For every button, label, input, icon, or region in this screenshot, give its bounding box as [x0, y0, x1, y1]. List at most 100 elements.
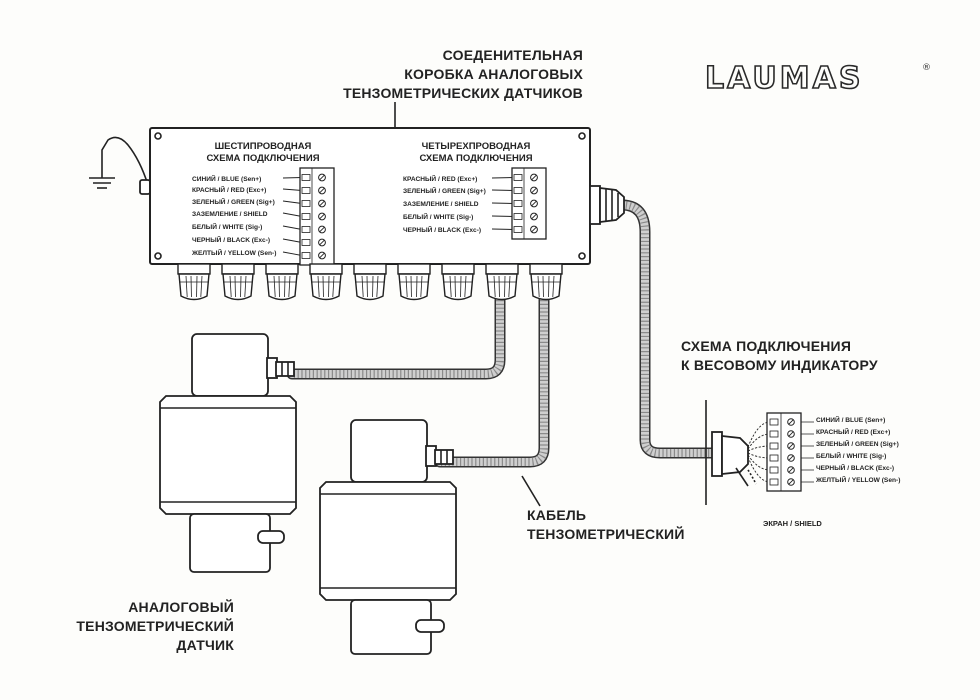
six-terminal-clamp — [301, 213, 311, 220]
cable-glands — [177, 263, 563, 301]
junction-box: ШЕСТИПРОВОДНАЯ СХЕМА ПОДКЛЮЧЕНИЯ ЧЕТЫРЕХ… — [149, 127, 591, 266]
gland-nut — [485, 263, 519, 275]
cable-leader-line — [521, 475, 541, 507]
cables — [286, 199, 718, 468]
cable-gland — [177, 263, 211, 301]
six-wire-header-line-2: СХЕМА ПОДКЛЮЧЕНИЯ — [206, 153, 319, 164]
brand-registered-mark: ® — [922, 63, 931, 73]
sensor-label-line-1: АНАЛОГОВЫЙ — [128, 598, 234, 615]
cable-label-line-1: КАБЕЛЬ — [527, 507, 586, 523]
corner-screw — [154, 252, 162, 260]
cable-gland — [353, 263, 387, 301]
sensor-2-top-cap — [350, 419, 428, 483]
indicator-gland — [711, 431, 723, 477]
indicator-wire — [747, 433, 771, 450]
six-wire-label: ЧЕРНЫЙ / BLACK (Exc-) — [192, 235, 270, 244]
gland-dome — [442, 273, 474, 301]
cable-to-indicator — [616, 199, 718, 459]
sensor-1-connector — [275, 361, 295, 377]
four-wire-label: БЕЛЫЙ / WHITE (Sig-) — [403, 212, 473, 221]
shield-label: ЭКРАН / SHIELD — [763, 519, 822, 528]
six-wire-leader — [282, 200, 303, 204]
four-terminal-clamp — [513, 213, 523, 220]
junction-box-title: СОЕДЕНИТЕЛЬНАЯ КОРОБКА АНАЛОГОВЫХ ТЕНЗОМ… — [343, 47, 583, 128]
six-terminal-clamp — [301, 252, 311, 259]
indicator-wire-list: СИНИЙ / BLUE (Sen+) КРАСНЫЙ / RED (Exc+)… — [815, 415, 900, 484]
six-wire-label: ЖЕЛТЫЙ / YELLOW (Sen-) — [191, 248, 276, 257]
four-wire-label: ЧЕРНЫЙ / BLACK (Exc-) — [403, 225, 481, 234]
six-terminal-clamp — [301, 226, 311, 233]
gland-dome — [486, 273, 518, 301]
brand-logo: LAUMAS ® — [704, 60, 931, 97]
corner-screw — [578, 252, 586, 260]
gland-dome — [178, 273, 210, 301]
cable-to-sensor-1 — [286, 294, 506, 380]
indicator-wire-label: СИНИЙ / BLUE (Sen+) — [816, 415, 885, 424]
indicator-clamp — [769, 478, 779, 486]
six-wire-leader — [282, 251, 303, 256]
cable-label-line-2: ТЕНЗОМЕТРИЧЕСКИЙ — [527, 525, 685, 542]
indicator-wire-label: ЖЕЛТЫЙ / YELLOW (Sen-) — [815, 475, 900, 484]
six-wire-label: КРАСНЫЙ / RED (Exc+) — [192, 185, 266, 194]
cable-gland — [441, 263, 475, 301]
sensor-1-top-cap — [191, 333, 269, 397]
cable-label: КАБЕЛЬ ТЕНЗОМЕТРИЧЕСКИЙ — [521, 475, 685, 542]
four-wire-terminal-block — [511, 167, 547, 240]
four-wire-leader — [491, 202, 515, 204]
sensor-label-line-2: ТЕНЗОМЕТРИЧЕСКИЙ — [76, 617, 234, 634]
four-wire-label: ЗЕЛЕНЫЙ / GREEN (Sig+) — [403, 186, 486, 195]
corner-screw — [578, 132, 586, 140]
sensor-1-pin — [257, 530, 285, 544]
sensor-2-body — [319, 481, 457, 601]
gland-dome — [530, 273, 562, 301]
indicator-clamp — [769, 418, 779, 426]
four-terminal-clamp — [513, 226, 523, 233]
six-wire-leader — [282, 225, 303, 230]
indicator-wire-label: БЕЛЫЙ / WHITE (Sig-) — [816, 451, 886, 460]
indicator-clamp — [769, 466, 779, 474]
four-terminal-clamp — [513, 200, 523, 207]
gland-nut — [441, 263, 475, 275]
gland-dome — [354, 273, 386, 301]
six-wire-label: ЗЕЛЕНЫЙ / GREEN (Sig+) — [192, 197, 275, 206]
four-wire-leader — [491, 215, 515, 217]
cable-gland — [529, 263, 563, 301]
four-wire-label: КРАСНЫЙ / RED (Exc+) — [403, 174, 477, 183]
six-wire-terminal-block — [299, 167, 335, 266]
four-wire-list: КРАСНЫЙ / RED (Exc+) ЗЕЛЕНЫЙ / GREEN (Si… — [403, 174, 486, 234]
six-wire-header-line-1: ШЕСТИПРОВОДНАЯ — [215, 141, 312, 152]
indicator-clamp — [769, 454, 779, 462]
side-cable-gland — [589, 185, 625, 225]
indicator-wire — [747, 421, 771, 448]
indicator-wire-label: ЗЕЛЕНЫЙ / GREEN (Sig+) — [816, 439, 899, 448]
indicator-clamp — [769, 442, 779, 450]
sensor-label-line-3: ДАТЧИК — [176, 637, 234, 653]
four-wire-leader — [491, 177, 515, 179]
six-wire-leader — [282, 212, 303, 217]
ground-lug — [139, 179, 151, 195]
six-wire-leader — [282, 177, 303, 179]
brand-name: LAUMAS — [705, 61, 863, 96]
corner-screw — [154, 132, 162, 140]
sensor-1-base — [189, 513, 271, 573]
six-terminal-clamp — [301, 187, 311, 194]
junction-title-line-1: СОЕДЕНИТЕЛЬНАЯ — [443, 47, 583, 63]
junction-title-line-2: КОРОБКА АНАЛОГОВЫХ — [404, 66, 583, 82]
four-terminal-clamp — [513, 174, 523, 181]
four-wire-label: ЗАЗЕМЛЕНИЕ / SHIELD — [403, 201, 479, 208]
cable-gland — [485, 263, 519, 301]
six-wire-leader — [282, 238, 303, 243]
gland-nut — [309, 263, 343, 275]
gland-nut — [265, 263, 299, 275]
ground-wire — [89, 136, 151, 195]
four-wire-header-line-1: ЧЕТЫРЕХПРОВОДНАЯ — [422, 141, 531, 152]
gland-nut — [529, 263, 563, 275]
indicator-title-line-1: СХЕМА ПОДКЛЮЧЕНИЯ — [681, 338, 851, 354]
load-cell-sensor-1 — [159, 333, 297, 573]
cable-gland — [221, 263, 255, 301]
gland-dome — [266, 273, 298, 301]
six-wire-label: СИНИЙ / BLUE (Sen+) — [192, 174, 261, 183]
indicator-terminal-block — [766, 412, 802, 492]
sensor-1-body — [159, 395, 297, 515]
